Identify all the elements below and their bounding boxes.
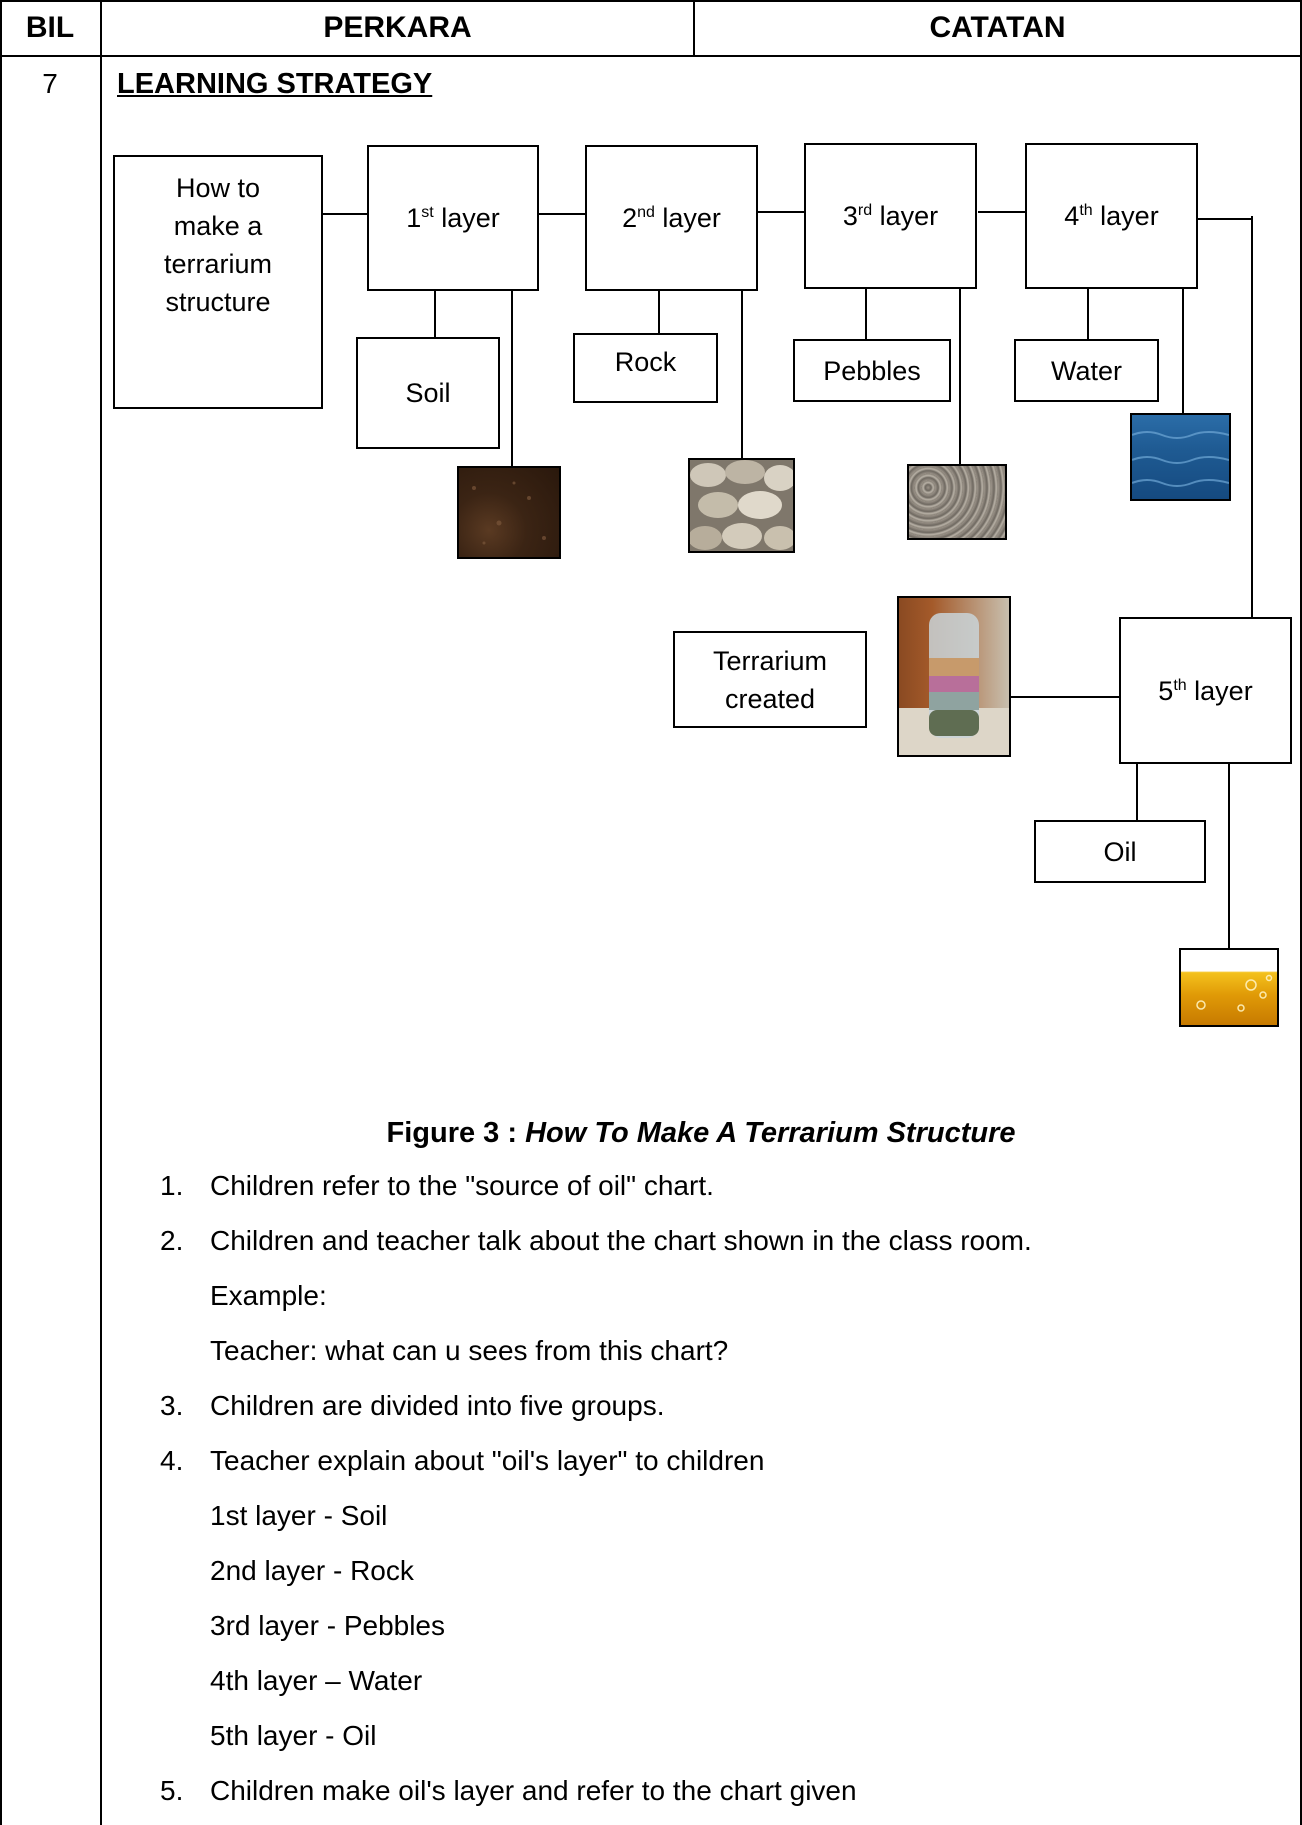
water-photo [1130, 413, 1231, 501]
catatan-column-divider [693, 0, 695, 55]
table-left-border [0, 0, 2, 1825]
connector [978, 211, 1026, 213]
connector [1251, 216, 1253, 618]
layer-4-label: 4th layer [1064, 201, 1159, 231]
bil-column-divider [100, 0, 102, 1825]
connector [538, 213, 586, 215]
terrarium-created-box: Terrarium created [673, 631, 867, 728]
header-bottom-border [0, 55, 1302, 57]
material-pebbles-box: Pebbles [793, 339, 951, 402]
connector [741, 286, 743, 461]
connector [1009, 696, 1123, 698]
layer-5-label: 5th layer [1158, 675, 1253, 706]
layer-2-label: 2nd layer [622, 203, 721, 233]
layer-1-box: 1st layer [367, 145, 539, 291]
layer-2-box: 2nd layer [585, 145, 758, 291]
rock-photo [688, 458, 795, 553]
connector [1087, 288, 1089, 340]
connector [511, 290, 513, 467]
terrarium-photo [897, 596, 1011, 757]
section-title: LEARNING STRATEGY [117, 68, 433, 100]
header-bil: BIL [25, 10, 75, 44]
figure-caption: Figure 3 : How To Make A Terrarium Struc… [102, 1117, 1300, 1150]
table-right-border [1300, 0, 1302, 1825]
connector [1182, 288, 1184, 414]
material-rock-box: Rock [573, 333, 718, 403]
figure-caption-title: How To Make A Terrarium Structure [525, 1117, 1016, 1149]
root-label: How to make a terrarium structure [163, 173, 272, 317]
soil-photo [457, 466, 561, 559]
row-number: 7 [42, 68, 58, 99]
connector [322, 213, 368, 215]
layer-4-box: 4th layer [1025, 143, 1198, 289]
header-perkara: PERKARA [323, 10, 472, 44]
layer-1-label: 1st layer [406, 203, 500, 233]
connector [1197, 218, 1253, 220]
pebbles-photo [907, 464, 1007, 540]
terrarium-created-label: Terrarium created [712, 645, 827, 714]
layer-3-box: 3rd layer [804, 143, 977, 289]
material-soil-box: Soil [356, 337, 500, 449]
connector [658, 290, 660, 334]
figure-caption-label: Figure 3 : [386, 1117, 518, 1149]
connector [1136, 762, 1138, 821]
material-oil-box: Oil [1034, 820, 1206, 883]
layer-3-label: 3rd layer [842, 201, 939, 231]
connector [757, 211, 805, 213]
table-top-border [0, 0, 1302, 2]
layer-5-box: 5th layer [1119, 617, 1292, 764]
connector [865, 288, 867, 340]
connector [1228, 762, 1230, 949]
connector [434, 290, 436, 338]
header-catatan: CATATAN [929, 10, 1066, 44]
material-water-box: Water [1014, 339, 1159, 402]
root-box: How to make a terrarium structure [113, 155, 323, 409]
oil-photo [1179, 948, 1279, 1027]
connector [959, 288, 961, 466]
